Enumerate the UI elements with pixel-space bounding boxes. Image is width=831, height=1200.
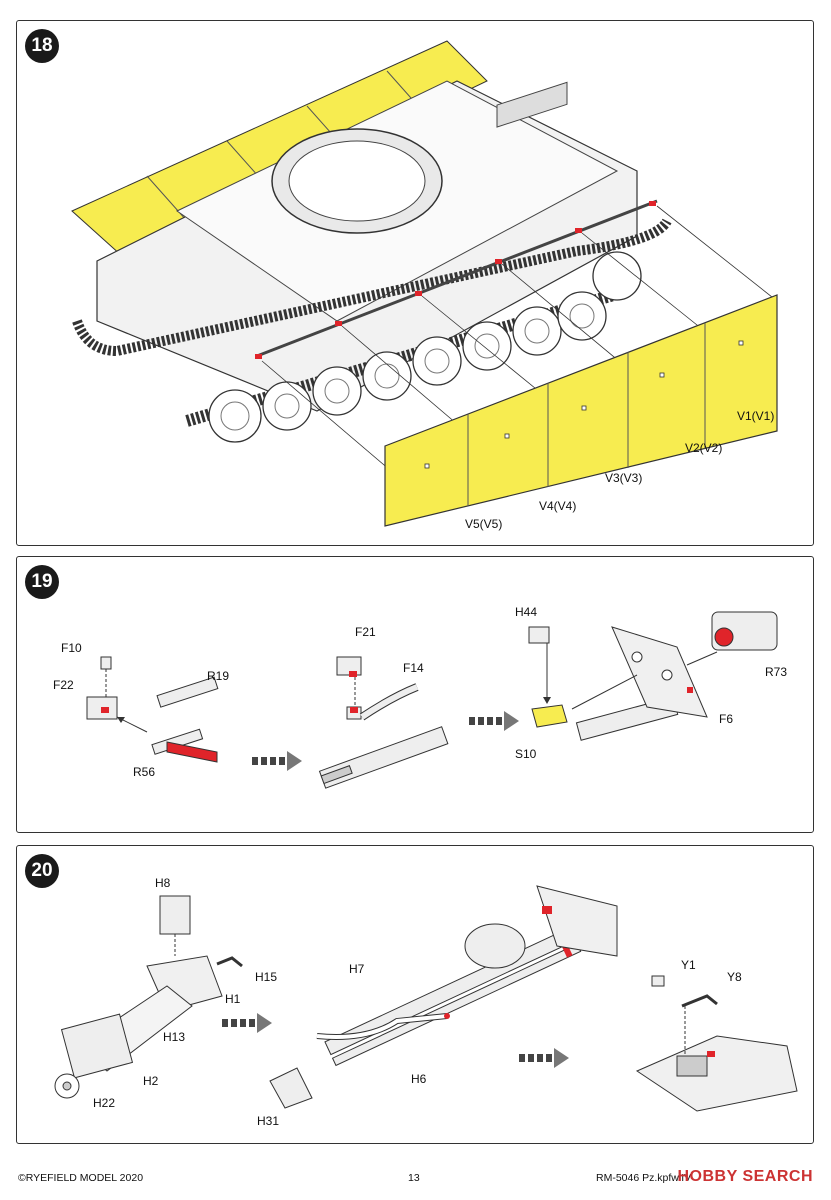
part-label-v3: V3(V3) <box>605 471 643 485</box>
part-label-v1: V1(V1) <box>737 409 775 423</box>
part-label-h1: H1 <box>225 992 241 1006</box>
part-label-v5: V5(V5) <box>465 517 503 531</box>
part-label-h15: H15 <box>255 970 278 984</box>
part-label-h7: H7 <box>349 962 365 976</box>
footer-product-code: RM-5046 Pz.kpfw.IV <box>596 1172 692 1184</box>
part-label-f14: F14 <box>403 661 424 675</box>
part-label-f21: F21 <box>355 625 376 639</box>
part-label-r56: R56 <box>133 765 156 779</box>
gun-mount-illustration <box>86 611 778 789</box>
part-label-h31: H31 <box>257 1114 280 1128</box>
part-label-f22: F22 <box>53 678 74 692</box>
part-label-v2: V2(V2) <box>685 441 723 455</box>
part-label-h22: H22 <box>93 1096 116 1110</box>
step-number-badge: 18 <box>25 29 59 63</box>
part-label-h6: H6 <box>411 1072 427 1086</box>
part-label-y8: Y8 <box>727 970 742 984</box>
part-label-r19: R19 <box>207 669 230 683</box>
step-18-panel: 18 <box>16 20 814 546</box>
tank-hull-illustration <box>71 40 778 527</box>
step-number-badge: 19 <box>25 565 59 599</box>
part-label-s10: S10 <box>515 747 537 761</box>
part-label-h8: H8 <box>155 876 171 890</box>
part-label-h2: H2 <box>143 1074 159 1088</box>
part-label-h13: H13 <box>163 1030 186 1044</box>
watermark: HOBBY SEARCH <box>677 1168 813 1185</box>
footer-copyright: ©RYEFIELD MODEL 2020 <box>18 1172 144 1184</box>
part-label-r73: R73 <box>765 665 788 679</box>
step-20-panel: 20 H8 H15 <box>16 845 814 1144</box>
footer-page-number: 13 <box>408 1172 420 1184</box>
part-label-y1: Y1 <box>681 958 696 972</box>
step-number-badge: 20 <box>25 854 59 888</box>
part-label-f6: F6 <box>719 712 734 726</box>
breech-assembly-illustration <box>54 885 798 1112</box>
step-19-panel: 19 <box>16 556 814 833</box>
part-label-v4: V4(V4) <box>539 499 577 513</box>
part-label-f10: F10 <box>61 641 82 655</box>
part-label-h44: H44 <box>515 605 538 619</box>
